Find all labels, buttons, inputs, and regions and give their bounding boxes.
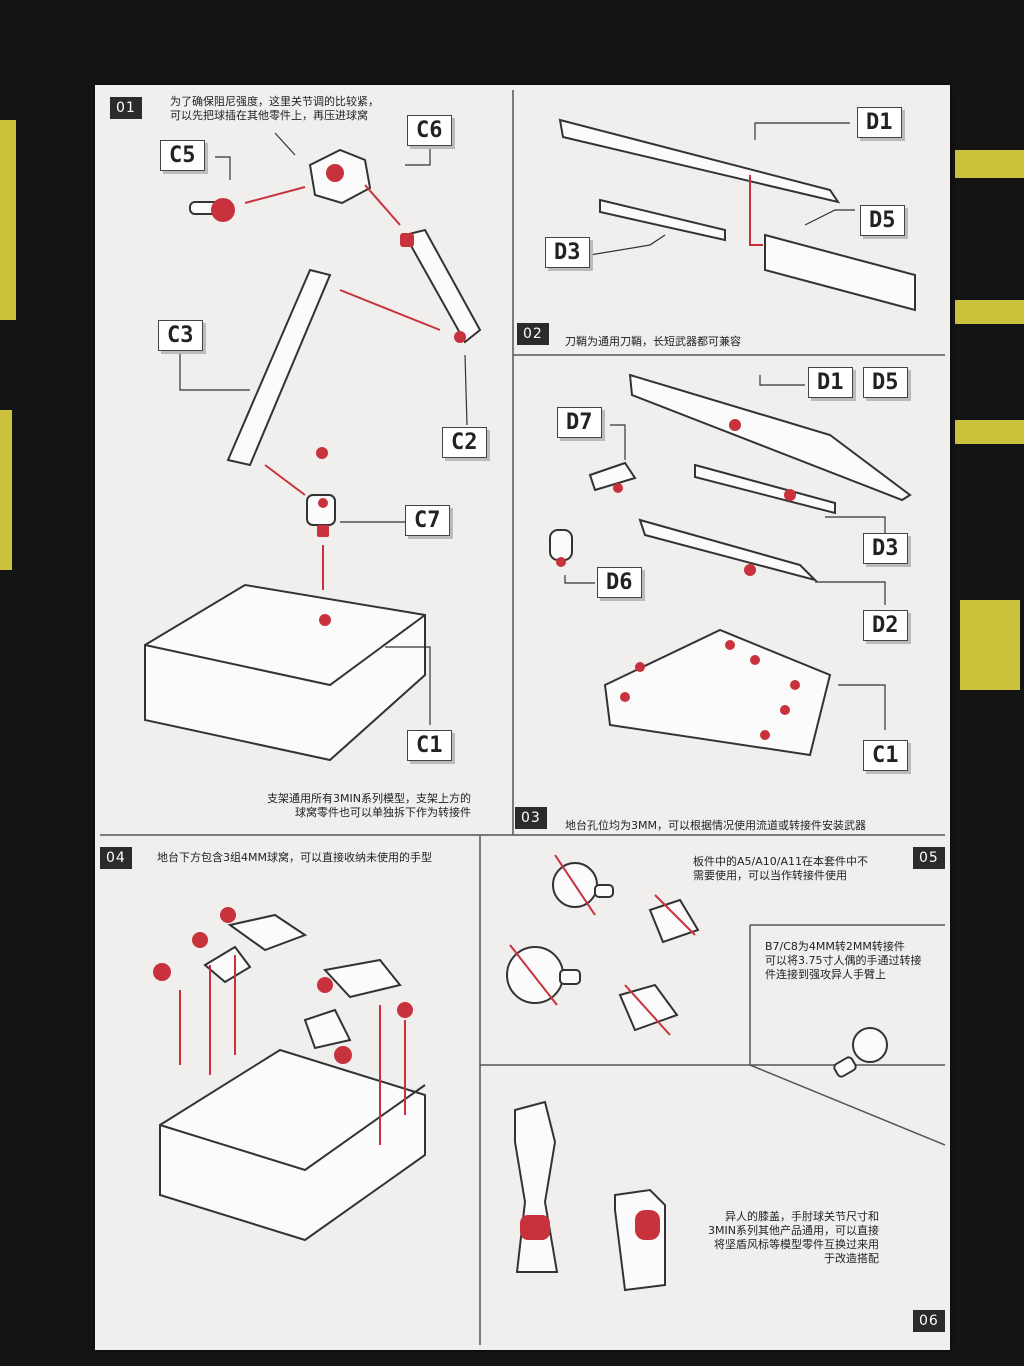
part-label-d3: D3 (863, 533, 908, 564)
part-label-c7: C7 (405, 505, 450, 536)
step-number-05: 05 (913, 847, 945, 869)
step-02-note: 刀鞘为通用刀鞘，长短武器都可兼容 (565, 335, 741, 348)
weapon-mount-assembly (549, 373, 912, 757)
instruction-sheet: 01 02 03 04 05 06 为了确保阻尼强度，这里关节调的比较紧， 可以… (95, 85, 950, 1350)
background-stripe (955, 420, 1024, 444)
background-stripe (955, 150, 1024, 178)
unused-adapter-parts (506, 854, 888, 1078)
knee-elbow-joints (514, 1100, 666, 1292)
instruction-artwork (100, 90, 946, 1345)
part-label-d5: D5 (860, 205, 905, 236)
step-number-02: 02 (517, 323, 549, 345)
part-label-d5: D5 (863, 367, 908, 398)
part-label-d1: D1 (808, 367, 853, 398)
part-label-c3: C3 (158, 320, 203, 351)
step-number-06: 06 (913, 1310, 945, 1332)
step-05-note: 板件中的A5/A10/A11在本套件中不 需要使用，可以当作转接件使用 (693, 855, 868, 882)
stand-arm-assembly (144, 132, 482, 762)
part-label-d3: D3 (545, 237, 590, 268)
step-number-03: 03 (515, 807, 547, 829)
part-label-d6: D6 (597, 567, 642, 598)
background-stripe (0, 410, 12, 570)
background-stripe (0, 120, 16, 320)
step-06-note: 异人的膝盖，手肘球关节尺寸和 3MIN系列其他产品通用，可以直接 将坚盾风标等模… (708, 1210, 879, 1265)
weapon-sheath-parts (558, 118, 916, 312)
part-label-d2: D2 (863, 610, 908, 641)
hand-storage-tray (153, 907, 426, 1242)
part-label-d7: D7 (557, 407, 602, 438)
part-label-c1: C1 (863, 740, 908, 771)
step-number-01: 01 (110, 97, 142, 119)
step-04-note: 地台下方包含3组4MM球窝，可以直接收纳未使用的手型 (157, 851, 432, 864)
part-label-c5: C5 (160, 140, 205, 171)
background-stripe (960, 600, 1020, 690)
step-01-footer: 支架通用所有3MIN系列模型，支架上方的 球窝零件也可以单独拆下作为转接件 (267, 792, 471, 819)
part-label-c1: C1 (407, 730, 452, 761)
part-label-d1: D1 (857, 107, 902, 138)
part-label-c6: C6 (407, 115, 452, 146)
background-stripe (955, 300, 1024, 324)
step-03-note: 地台孔位均为3MM，可以根据情况使用流道或转接件安装武器 (565, 819, 866, 832)
part-label-c2: C2 (442, 427, 487, 458)
step-05-adapter-note: B7/C8为4MM转2MM转接件 可以将3.75寸人偶的手通过转接 件连接到强攻… (765, 940, 922, 981)
step-01-note: 为了确保阻尼强度，这里关节调的比较紧， 可以先把球插在其他零件上，再压进球窝 (170, 95, 379, 122)
step-number-04: 04 (100, 847, 132, 869)
